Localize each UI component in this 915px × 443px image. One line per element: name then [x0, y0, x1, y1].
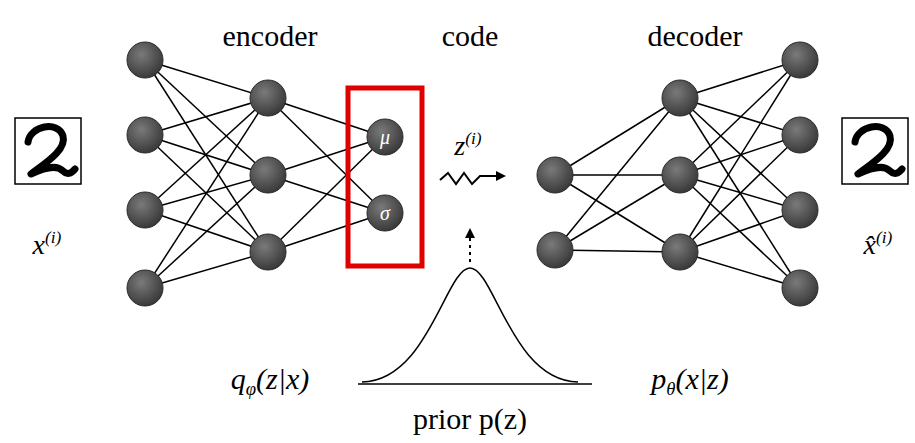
label-part: x	[33, 229, 45, 260]
math-label: z(i)	[454, 131, 481, 162]
label-part: prior p(z)	[413, 402, 527, 435]
input-digit-image	[15, 118, 81, 184]
prior-arrow	[465, 228, 475, 262]
label-part: (i)	[465, 129, 481, 148]
math-label: qφ(z|x)	[231, 362, 310, 395]
label-part: encoder	[223, 19, 318, 52]
output-digit-image	[842, 118, 908, 184]
node-symbol: μ	[366, 118, 404, 156]
label-part: (x|z)	[675, 362, 728, 395]
label-part: code	[442, 19, 499, 52]
label-part: p	[651, 362, 666, 395]
section-heading: encoder	[223, 19, 318, 52]
label-part: q	[231, 362, 246, 395]
highlight-box	[348, 88, 422, 266]
sampling-arrow	[440, 171, 506, 184]
section-heading: decoder	[648, 19, 743, 52]
math-label: x(i)	[33, 230, 62, 261]
node-symbol: σ	[366, 194, 404, 232]
neuron-circles	[127, 42, 818, 306]
math-label: x̂(i)	[864, 230, 893, 261]
latent-neuron: μ	[366, 118, 404, 156]
math-label: prior p(z)	[413, 402, 527, 435]
latent-neuron: σ	[366, 194, 404, 232]
label-part: z	[454, 130, 465, 161]
label-part: x̂	[864, 229, 876, 260]
label-part: θ	[666, 378, 675, 399]
label-part: (i)	[45, 228, 61, 247]
math-label: pθ(x|z)	[651, 362, 728, 395]
label-part: (i)	[876, 228, 892, 247]
section-heading: code	[442, 19, 499, 52]
gaussian-curve	[358, 268, 592, 384]
label-part: decoder	[648, 19, 743, 52]
decoder-weights	[555, 60, 800, 288]
label-part: (z|x)	[256, 362, 309, 395]
label-part: φ	[246, 378, 256, 399]
